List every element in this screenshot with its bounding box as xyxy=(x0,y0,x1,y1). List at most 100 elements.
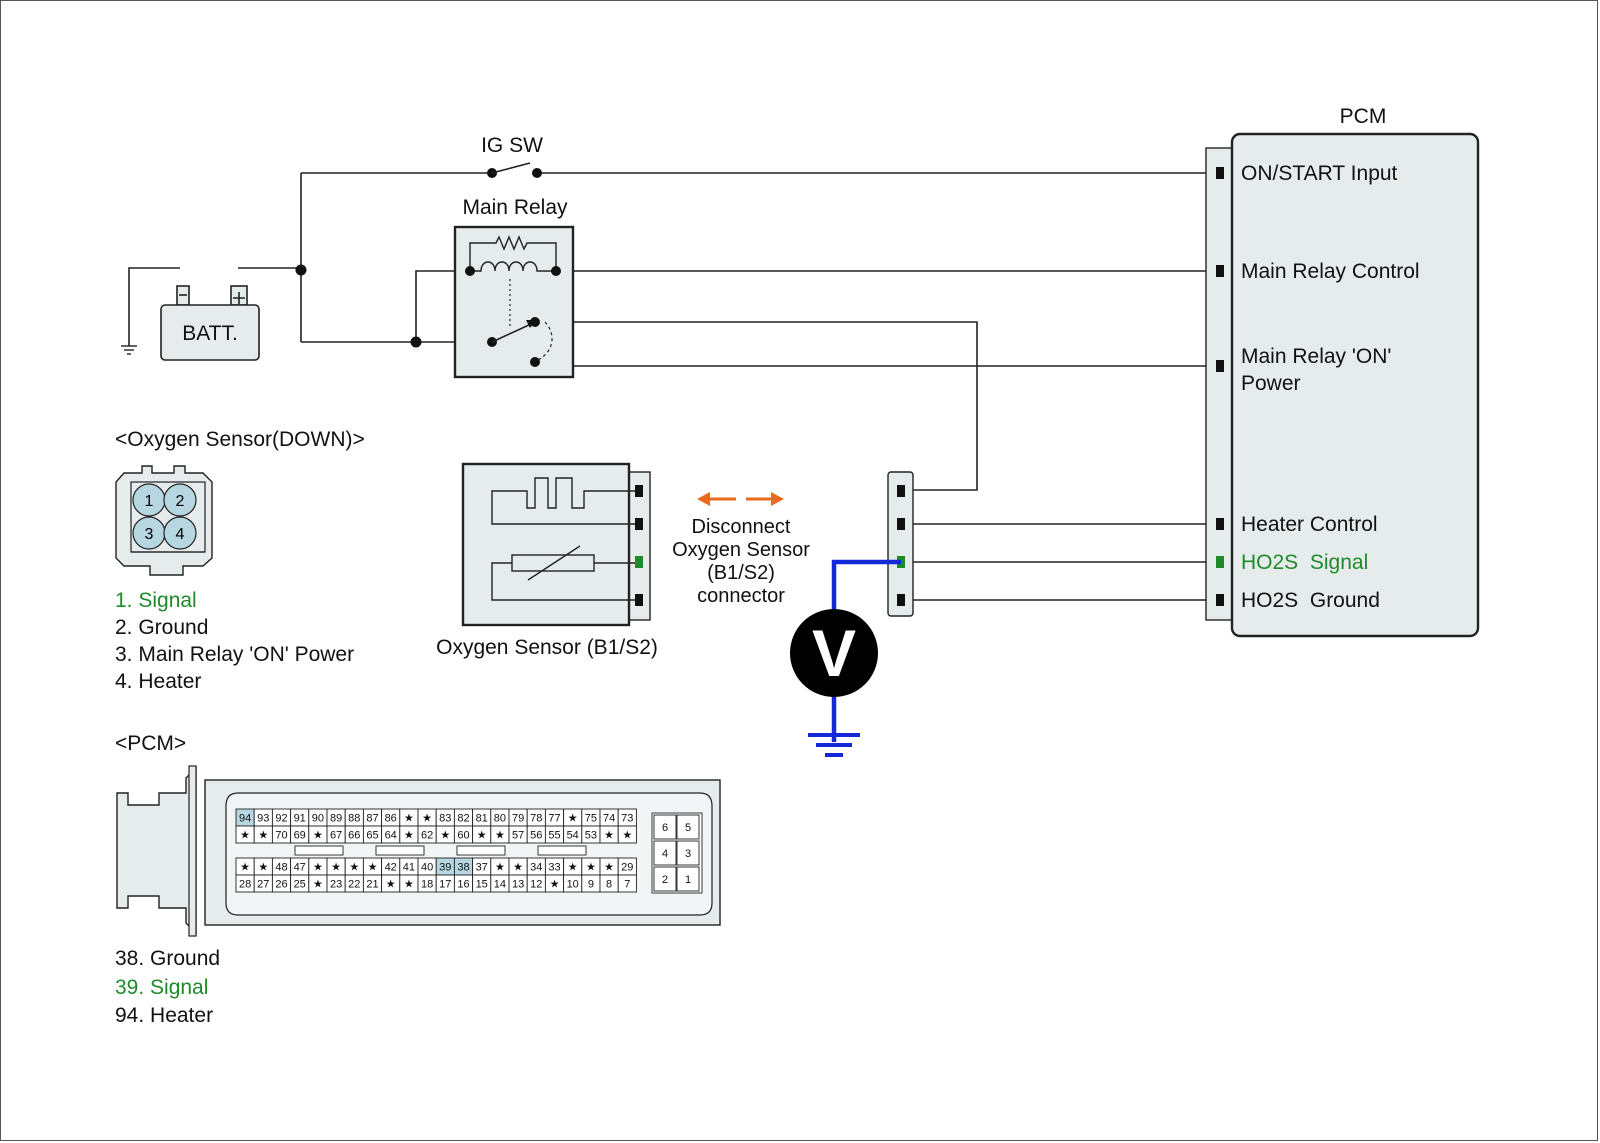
pcm-pin-label: ★ xyxy=(331,862,341,874)
pcm-pin-label: 14 xyxy=(494,879,506,891)
pcm-small-pin-cell xyxy=(676,840,700,866)
pcm-pin-label: 10 xyxy=(567,879,579,891)
pcm-pin-label: ★ xyxy=(258,830,268,842)
pcm-pin-label: ★ xyxy=(404,813,414,825)
pcm-small-pin-cell xyxy=(653,840,677,866)
pcm-pin-label: ★ xyxy=(349,862,359,874)
pcm-connector-latch xyxy=(116,766,197,935)
pcm-pin-label: ★ xyxy=(404,830,414,842)
sensor-pin xyxy=(635,485,643,497)
pcm-pin-label: ★ xyxy=(622,830,632,842)
o2-connector-view: <Oxygen Sensor(DOWN)> 1 2 3 4 1. Signal … xyxy=(115,428,365,693)
pcm-pin-label: 89 xyxy=(330,813,342,825)
sensor-body xyxy=(461,462,631,627)
pcm-pin-label: 21 xyxy=(366,879,378,891)
junction-dot xyxy=(295,264,307,276)
pcm-pin-cell xyxy=(617,825,637,844)
pcm-pin-label: 42 xyxy=(385,862,397,874)
pcm-module: PCM ON/START Input Main Relay Control Ma… xyxy=(1205,105,1480,638)
relay-terminal xyxy=(551,266,561,276)
harness-connector xyxy=(887,471,914,617)
pcm-small-pin-label: 5 xyxy=(685,822,691,834)
o2-pin xyxy=(163,483,197,517)
pcm-small-pin-label: 1 xyxy=(685,874,691,886)
pcm-pin-label: 77 xyxy=(548,813,560,825)
pcm-pin-label: 74 xyxy=(603,813,615,825)
pcm-pin-label: 67 xyxy=(330,830,342,842)
pcm-pin xyxy=(1216,167,1224,179)
pcm-terminal-main-relay-on: Main Relay 'ON' xyxy=(1241,345,1391,368)
relay-terminal xyxy=(465,266,475,276)
pcm-pin-label: 60 xyxy=(457,830,469,842)
sensor-pin-signal xyxy=(635,556,643,568)
disconnect-note-line: Disconnect xyxy=(692,516,791,538)
main-relay: Main Relay xyxy=(453,196,575,379)
pcm-pin-label: ★ xyxy=(513,862,523,874)
pcm-pin-label: ★ xyxy=(240,862,250,874)
pcm-pin-label: 62 xyxy=(421,830,433,842)
oxygen-sensor-label: Oxygen Sensor (B1/S2) xyxy=(436,636,658,659)
o2-connector-pins: 1 2 3 4 xyxy=(132,483,197,550)
pcm-pin-label: 93 xyxy=(257,813,269,825)
pcm-pin-label: 37 xyxy=(476,862,488,874)
pcm-pin-label: 94 xyxy=(239,813,251,825)
o2-pin-number: 2 xyxy=(176,493,185,510)
pcm-pin-label: 69 xyxy=(294,830,306,842)
pcm-pin-label: 22 xyxy=(348,879,360,891)
sensor-pin xyxy=(635,518,643,530)
o2-legend-item: 1. Signal xyxy=(115,589,197,612)
pcm-pin-label: ★ xyxy=(477,830,487,842)
o2-legend-item: 2. Ground xyxy=(115,616,208,639)
pcm-legend-item: 94. Heater xyxy=(115,1004,213,1027)
pcm-pin-label: 17 xyxy=(439,879,451,891)
pcm-small-pin-label: 2 xyxy=(662,874,668,886)
pcm-connector-keys xyxy=(294,845,587,856)
pcm-pin-label: 15 xyxy=(476,879,488,891)
pcm-pin-label: 57 xyxy=(512,830,524,842)
pcm-small-pin-label: 4 xyxy=(662,848,668,860)
o2-legend-item: 4. Heater xyxy=(115,670,201,693)
pcm-pin-label: ★ xyxy=(404,879,414,891)
pcm-pin-label: 28 xyxy=(239,879,251,891)
heater-element-icon xyxy=(491,477,637,525)
pcm-pin-label: 18 xyxy=(421,879,433,891)
relay-coil-feed-wire xyxy=(415,270,470,342)
pcm-pin-label: 7 xyxy=(624,879,630,891)
disconnect-arrows-icon xyxy=(697,492,784,506)
pcm-pin-label: 87 xyxy=(366,813,378,825)
pcm-pin-label: 48 xyxy=(275,862,287,874)
disconnect-note-line: connector xyxy=(697,585,785,607)
o2-pin-number: 1 xyxy=(145,493,154,510)
pcm-pin-label: 90 xyxy=(312,813,324,825)
pcm-pin-label: ★ xyxy=(495,830,505,842)
pcm-pin-label: ★ xyxy=(568,813,578,825)
voltmeter-body xyxy=(790,609,878,697)
main-relay-body xyxy=(453,225,575,379)
pcm-pin-label: ★ xyxy=(440,830,450,842)
pcm-pin-label: 27 xyxy=(257,879,269,891)
pcm-small-pin-cell xyxy=(676,814,700,840)
disconnect-note-line: (B1/S2) xyxy=(707,562,775,584)
pcm-pin-label: ★ xyxy=(313,862,323,874)
sensor-ground-trace xyxy=(491,562,637,601)
o2-pin-number: 3 xyxy=(145,526,154,543)
pcm-pin-label: ★ xyxy=(604,862,614,874)
pcm-key-slot xyxy=(375,845,425,856)
o2-connector-title: <Oxygen Sensor(DOWN)> xyxy=(115,428,365,451)
pcm-pin-label: 47 xyxy=(294,862,306,874)
pcm-pin-label: 56 xyxy=(530,830,542,842)
o2-pin-number: 4 xyxy=(176,526,185,543)
pcm-connector-flange xyxy=(188,765,197,937)
pcm-pin-label: 86 xyxy=(385,813,397,825)
pcm-key-slot xyxy=(294,845,344,856)
pcm-pin-label: ★ xyxy=(240,830,250,842)
pcm-pin-label: 8 xyxy=(606,879,612,891)
pcm-pin-label: ★ xyxy=(313,879,323,891)
pcm-key-slot xyxy=(456,845,506,856)
pcm-pin-label: 82 xyxy=(457,813,469,825)
